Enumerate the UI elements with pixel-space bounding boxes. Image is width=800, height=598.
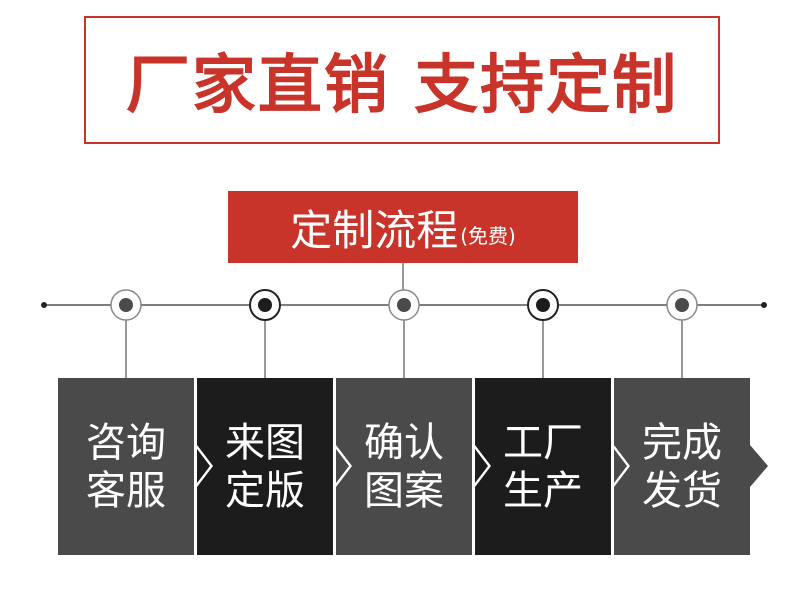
chevron-arrow-icon [611,378,630,555]
chevron-arrow-icon [333,378,352,555]
step-label-line2: 生产 [503,467,583,514]
timeline-node-center [536,298,550,312]
process-label: 定制流程 (免费) [228,191,578,263]
timeline-end-dot [761,302,767,308]
timeline-node-center [119,298,133,312]
step-box-consult: 咨询 客服 [58,378,194,555]
banner-title: 厂家直销 支持定制 [125,49,679,123]
chevron-arrow-icon [750,445,768,487]
step-label-line2: 图案 [364,467,444,514]
timeline-node-center [675,298,689,312]
chevron-arrow-icon [194,378,213,555]
step-label-line1: 工厂 [503,419,583,466]
step-label-line1: 完成 [642,419,722,466]
step-box-produce: 工厂 生产 [475,378,611,555]
process-title: 定制流程 [290,205,459,255]
step-label-line2: 定版 [225,467,305,514]
step-label-line1: 咨询 [86,419,166,466]
step-box-design: 来图 定版 [197,378,333,555]
chevron-arrow-icon [472,378,491,555]
step-box-deliver: 完成 发货 [614,378,750,555]
step-label-line2: 客服 [86,467,166,514]
process-note: (免费) [460,223,516,248]
step-label-line1: 来图 [225,419,305,466]
timeline-node-center [258,298,272,312]
step-label-line1: 确认 [364,419,444,466]
banner-box: 厂家直销 支持定制 [84,16,720,144]
timeline-start-dot [41,302,47,308]
step-label-line2: 发货 [642,467,722,514]
timeline-node-center [397,298,411,312]
step-box-confirm: 确认 图案 [336,378,472,555]
